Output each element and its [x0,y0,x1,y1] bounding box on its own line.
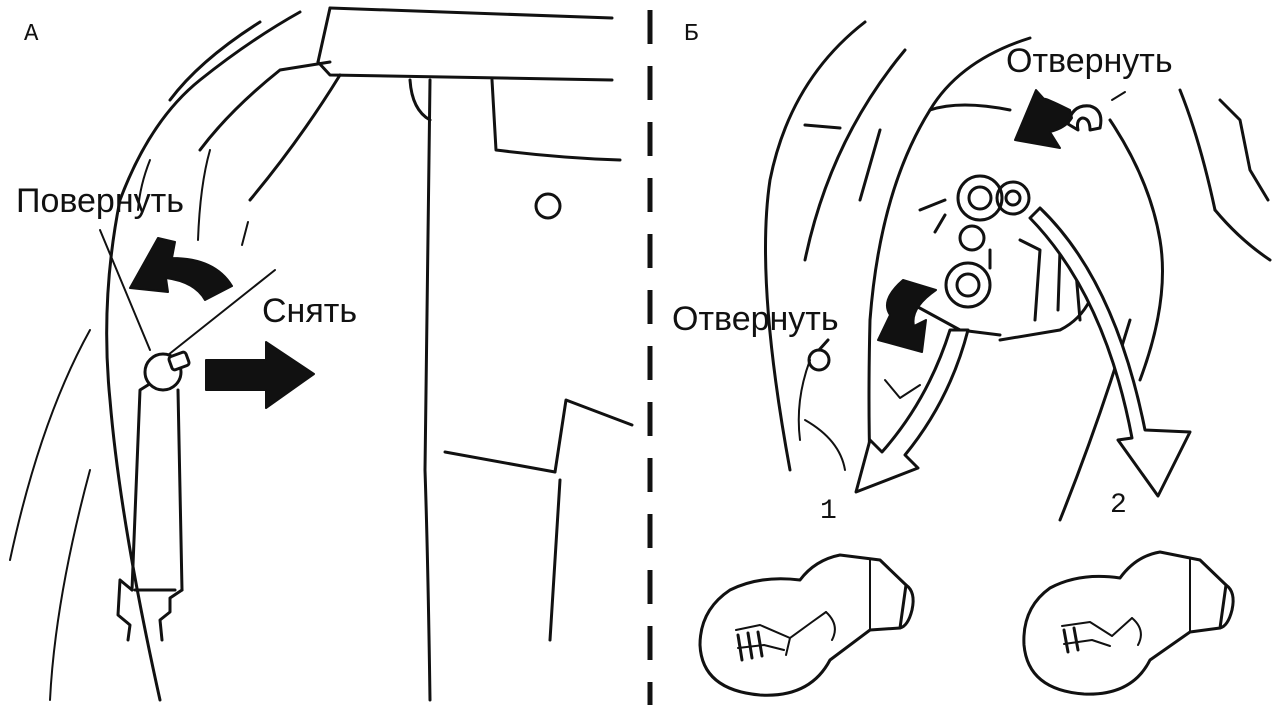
hook-shape [1066,104,1103,132]
unscrew-top-arrow-icon [1014,89,1073,149]
pull-out-arrow-2-icon [1028,206,1192,498]
turn-label: Повернуть [16,182,184,220]
pull-out-arrow-1-icon [854,328,970,494]
panel-a: А [9,6,634,702]
panel-b: Б [672,20,1272,697]
turn-arrow-icon [129,237,233,301]
unscrew-left-arrow-icon [877,279,937,353]
remove-label: Снять [262,292,357,330]
panel-a-body-outline [9,6,634,702]
panel-b-sockets [918,174,1031,309]
panel-b-letter: Б [684,21,698,48]
remove-arrow-icon [205,341,315,409]
bulb-2-icon [1022,550,1235,696]
bulb-1-number: 1 [820,496,837,527]
unscrew-top-label: Отвернуть [1006,42,1173,80]
unscrew-left-label: Отвернуть [672,300,839,338]
bulb-2-number: 2 [1110,490,1127,521]
panel-b-housing-outline [764,20,1272,522]
bulb-1-icon [698,553,915,697]
body-hole [534,192,562,220]
panel-a-letter: А [24,21,39,48]
panel-a-lamp-socket [116,350,191,642]
side-clip-icon [807,338,831,372]
